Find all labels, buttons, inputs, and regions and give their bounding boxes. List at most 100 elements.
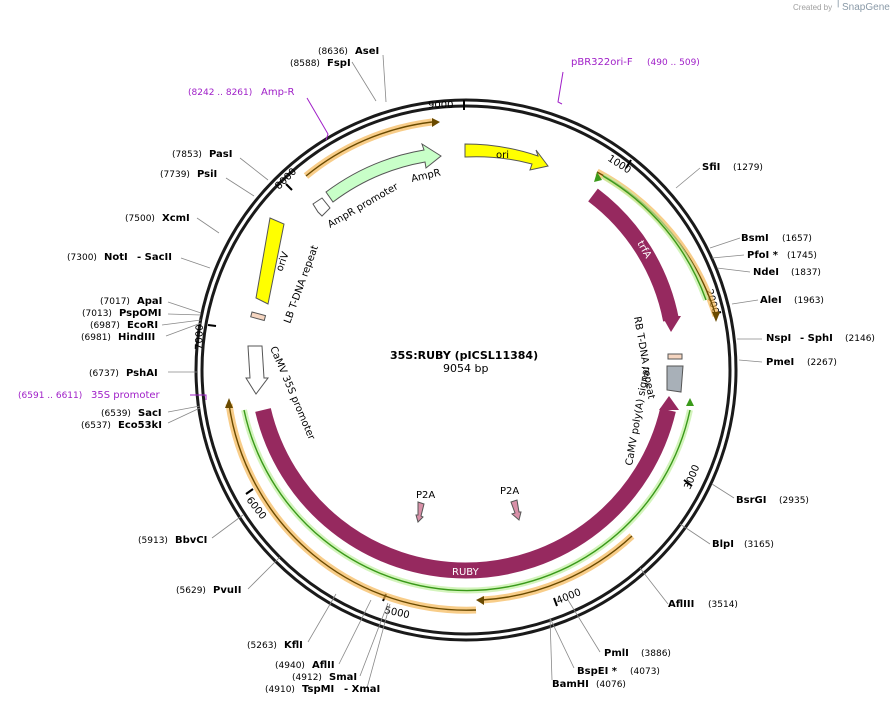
- site-kfli-name: KflI: [284, 640, 303, 651]
- orange-arc-right-arrow: [712, 312, 720, 322]
- primer-35s-range: (6591 .. 6611): [18, 391, 82, 401]
- green-arc-right-arrow: [594, 172, 602, 182]
- site-noti-pos: (7300): [67, 253, 97, 263]
- site-apai-pos: (7017): [100, 297, 130, 307]
- site-pvuii-name: PvuII: [213, 585, 241, 596]
- site-blpi-name: BlpI: [712, 539, 734, 550]
- amp-r-primer-line: [306, 97, 329, 141]
- orange-arc-left-arrow: [225, 398, 233, 408]
- ori-feature: [464, 143, 549, 171]
- created-by-text: Created by: [793, 3, 832, 12]
- site-bbvci-pos: (5913): [138, 536, 168, 546]
- p2a-2-label: P2A: [500, 486, 519, 497]
- site-pfoi-name: PfoI *: [747, 250, 779, 261]
- orange-arc-bottom-line: [481, 535, 633, 601]
- pbr-primer-line: [557, 71, 564, 105]
- ampr-feature: [325, 142, 442, 203]
- site-ecori-name: EcoRI: [127, 320, 158, 331]
- rb-feature: [667, 353, 683, 360]
- site-tspmi-pos: (4910): [265, 685, 295, 695]
- orange-arc-bottom-arrow: [476, 596, 484, 605]
- site-smai-pos: (4912): [292, 673, 322, 683]
- backbone-inner: [200, 104, 732, 636]
- site-pshai-name: PshAI: [126, 368, 158, 379]
- ori-label: ori: [496, 150, 509, 161]
- primer-35s-name: 35S promoter: [91, 390, 161, 401]
- ruby-label: RUBY: [452, 567, 480, 578]
- site-ndei-name: NdeI: [753, 267, 779, 278]
- site-afliii-name: AflIII: [668, 599, 694, 610]
- p2a-1-label: P2A: [416, 490, 435, 501]
- oriv-feature: [255, 217, 285, 305]
- ampr-promoter-feature: [312, 197, 331, 217]
- site-pfoi-pos: (1745): [787, 251, 817, 261]
- site-bspei-name: BspEI *: [577, 666, 618, 677]
- site-pshai-pos: (6737): [89, 369, 119, 379]
- primer-pbr-name: pBR322ori-F: [571, 57, 633, 68]
- site-tspmi-name: TspMI: [302, 684, 334, 695]
- tick-1000: 1000: [605, 153, 632, 176]
- ruby-arc-head: [659, 396, 679, 410]
- lb-feature: [250, 311, 267, 322]
- tick-5000: 5000: [383, 605, 410, 621]
- site-pmei-pos: (2267): [807, 358, 837, 368]
- site-pasi-name: PasI: [209, 149, 232, 160]
- site-pasi-pos: (7853): [172, 150, 202, 160]
- site-alei-name: AleI: [760, 295, 782, 306]
- ruby-arc: [255, 408, 676, 579]
- tick-9000: 9000: [428, 100, 453, 111]
- p2a-1-feature: [415, 501, 425, 523]
- site-sfii-name: SfiI: [702, 162, 720, 173]
- site-bsrgi-name: BsrGI: [736, 495, 766, 506]
- site-bspei-pos: (4073): [630, 667, 660, 677]
- site-smai-name: SmaI: [329, 672, 357, 683]
- ampr-label: AmpR: [410, 167, 442, 184]
- orange-arc-left-line: [228, 403, 477, 611]
- trfa-arc: [588, 188, 679, 322]
- site-pmli-name: PmlI: [604, 648, 629, 659]
- tick-4000: 4000: [555, 587, 583, 607]
- site-alei-pos: (1963): [794, 296, 824, 306]
- p2a-2-feature: [510, 499, 522, 521]
- site-pmli-pos: (3886): [641, 649, 671, 659]
- green-arc-right-line: [602, 175, 707, 301]
- primer-pbr-range: (490 .. 509): [647, 58, 700, 68]
- site-aflii-pos: (4940): [275, 661, 305, 671]
- site-eco53ki-pos: (6537): [81, 421, 111, 431]
- site-ecori-pos: (6987): [90, 321, 120, 331]
- 35s-primer-line: [190, 394, 207, 400]
- site-pspomi-pos: (7013): [82, 309, 112, 319]
- tick-3000: 3000: [683, 463, 703, 491]
- tick-7000: 7000: [194, 324, 206, 350]
- site-bbvci-name: BbvCI: [175, 535, 207, 546]
- polya-feature: [666, 365, 684, 393]
- site-asei-pos: (8636): [318, 47, 348, 57]
- site-bamhi-name: BamHI: [552, 679, 589, 690]
- plasmid-title: 35S:RUBY (pICSL11384): [390, 349, 538, 362]
- leader-lines: [161, 54, 763, 689]
- orange-arc-top-arrow: [432, 118, 440, 127]
- snapgene-brand: SnapGene: [842, 2, 890, 13]
- site-bsrgi-pos: (2935): [779, 496, 809, 506]
- site-pspomi-name: PspOMI: [119, 308, 161, 319]
- site-sacii-name: - SacII: [137, 252, 172, 263]
- site-noti-name: NotI: [104, 252, 128, 263]
- site-blpi-pos: (3165): [744, 540, 774, 550]
- site-fspi-pos: (8588): [290, 59, 320, 69]
- site-asei-name: AseI: [355, 46, 379, 57]
- site-ndei-pos: (1837): [791, 268, 821, 278]
- site-pvuii-pos: (5629): [176, 586, 206, 596]
- site-bsmi-name: BsmI: [741, 233, 769, 244]
- primer-ampr-range: (8242 .. 8261): [188, 88, 252, 98]
- site-saci-pos: (6539): [101, 409, 131, 419]
- orange-arc-top-line: [305, 121, 433, 177]
- camv35s-feature: [245, 345, 269, 395]
- site-fspi-name: FspI: [327, 58, 351, 69]
- site-nspi-pos: (2146): [845, 334, 875, 344]
- trfa-arc-head: [662, 316, 681, 332]
- green-arc-bottom-arrow: [686, 398, 694, 406]
- primer-ampr-name: Amp-R: [261, 87, 295, 98]
- site-psii-pos: (7739): [160, 170, 190, 180]
- backbone-outer: [194, 98, 738, 642]
